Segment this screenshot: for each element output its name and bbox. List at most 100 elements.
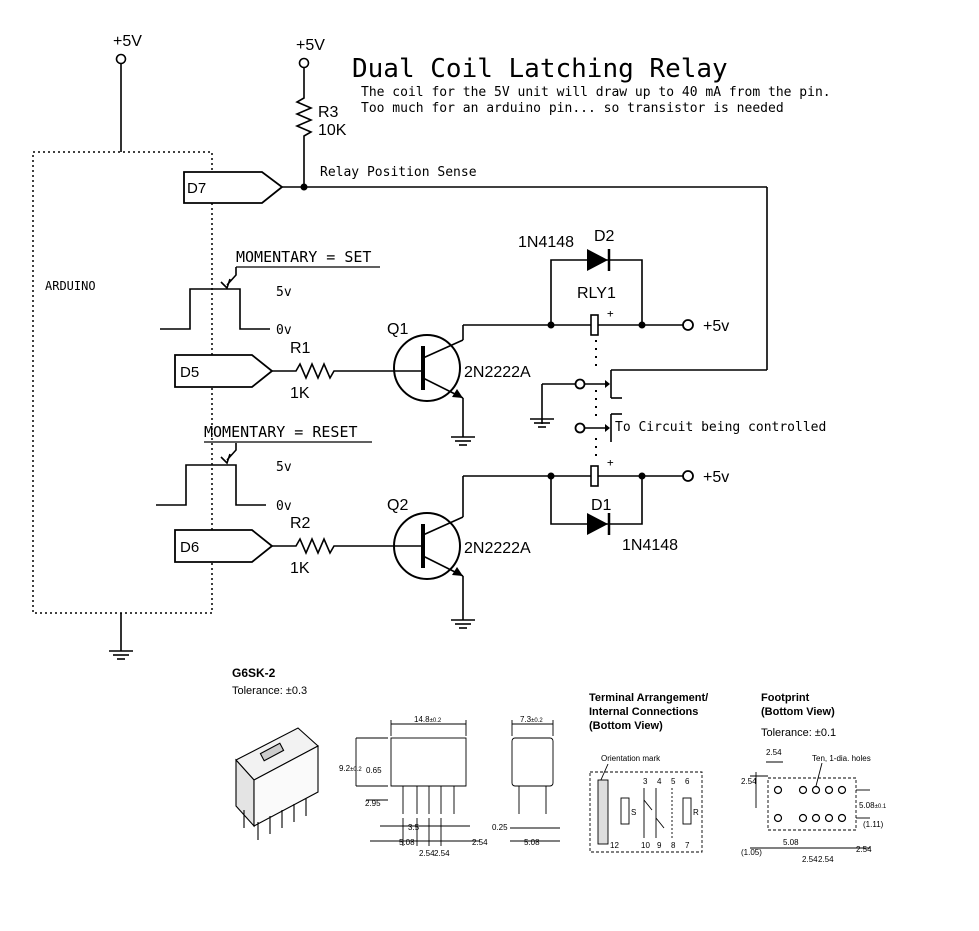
pin-r-label: R: [693, 808, 699, 817]
dim-width: 14.8±0.2: [414, 715, 442, 724]
d1-part: 1N4148: [622, 537, 678, 554]
set-label: MOMENTARY = SET: [236, 248, 371, 266]
fp-254-b1: 2.54: [802, 855, 818, 864]
pin-8: 8: [671, 841, 676, 850]
front-dimension-drawing: [355, 720, 480, 846]
set-coil-plus: +: [607, 307, 614, 320]
q2-ground-symbol: [451, 619, 475, 629]
vcc-left-label: +5V: [113, 33, 142, 50]
tolerance-main: Tolerance: ±0.3: [232, 685, 307, 697]
pin-6: 6: [685, 777, 690, 786]
terminal-arrangement-diagram: [589, 763, 703, 853]
orientation-mark: Orientation mark: [601, 754, 661, 763]
arduino-vcc: +5V: [113, 33, 142, 152]
pin-5: 5: [671, 777, 676, 786]
sense-label: Relay Position Sense: [320, 165, 477, 180]
pin-d6: D6: [174, 529, 274, 563]
pin-4: 4: [657, 777, 662, 786]
r3-resistor: +5V R3 10K: [294, 37, 347, 187]
note-line-1: The coil for the 5V unit will draw up to…: [361, 85, 831, 100]
reset-low-level: 0v: [276, 499, 292, 514]
pin-10: 10: [641, 841, 650, 850]
pin-3: 3: [643, 777, 648, 786]
relay-reset-coil: [590, 465, 599, 487]
r3-value: 10K: [318, 122, 347, 139]
q1-part: 2N2222A: [464, 364, 531, 381]
d2-ref: D2: [594, 228, 615, 245]
dim-508: 5.08: [399, 838, 415, 847]
relay-photo-illustration: [235, 727, 319, 840]
q1-ground-symbol: [451, 436, 475, 446]
vcc-rail-bottom: +5v: [703, 469, 729, 486]
q2-transistor: Q2 2N2222A: [387, 476, 531, 620]
vcc-rail-top: +5v: [703, 318, 729, 335]
set-high-level: 5v: [276, 285, 292, 300]
d2-part: 1N4148: [518, 234, 574, 251]
pin-d5-label: D5: [180, 364, 199, 381]
dim-side-width: 7.3±0.2: [520, 715, 543, 724]
q1-ref: Q1: [387, 321, 408, 338]
arduino-label: ARDUINO: [45, 279, 96, 293]
terminal-title-2: Internal Connections: [589, 706, 698, 718]
terminal-title-3: (Bottom View): [589, 720, 663, 732]
pin-9: 9: [657, 841, 662, 850]
r3-ref: R3: [318, 104, 339, 121]
vcc-r3-label: +5V: [296, 37, 325, 54]
d1-ref: D1: [591, 497, 612, 514]
side-dimension-drawing: [510, 720, 560, 842]
fp-508-right: 5.08±0.1: [859, 801, 887, 810]
schematic-title: Dual Coil Latching Relay: [352, 54, 728, 84]
reset-pulse-waveform: MOMENTARY = RESET 5v 0v: [156, 423, 372, 514]
pin-s-label: S: [631, 808, 636, 817]
dim-065: 0.65: [366, 766, 382, 775]
fp-111: (1.11): [863, 820, 884, 829]
set-pulse-waveform: MOMENTARY = SET 5v 0v: [160, 248, 380, 338]
dim-35: 3.5: [408, 823, 420, 832]
r2-resistor: R2 1K: [272, 515, 395, 577]
dim-025: 0.25: [492, 823, 508, 832]
fp-254-b2: 2.54: [818, 855, 834, 864]
pin-d7: D7: [183, 171, 284, 204]
pin-7: 7: [685, 841, 690, 850]
pin-d7-label: D7: [187, 180, 206, 197]
relay-ref: RLY1: [577, 285, 616, 302]
fp-254-left: 2.54: [741, 777, 757, 786]
r1-resistor: R1 1K: [272, 340, 395, 402]
controlled-label: To Circuit being controlled: [615, 420, 826, 435]
relay-set-coil: [590, 314, 599, 336]
contact-ground-symbol: [530, 418, 554, 428]
diode-d1: D1 1N4148: [550, 476, 678, 554]
reset-label: MOMENTARY = RESET: [204, 423, 358, 441]
reset-high-level: 5v: [276, 460, 292, 475]
set-low-level: 0v: [276, 323, 292, 338]
pin-d6-label: D6: [180, 539, 199, 556]
tolerance-footprint: Tolerance: ±0.1: [761, 727, 836, 739]
q2-ref: Q2: [387, 497, 408, 514]
footprint-holes: [773, 785, 847, 823]
footprint-title-1: Footprint: [761, 692, 810, 704]
reset-coil-plus: +: [607, 456, 614, 469]
r1-value: 1K: [290, 385, 310, 402]
arduino-block: ARDUINO: [32, 151, 213, 614]
terminal-title-1: Terminal Arrangement/: [589, 692, 708, 704]
part-name: G6SK-2: [232, 666, 276, 680]
fp-holes: Ten, 1-dia. holes: [812, 754, 871, 763]
relay-contact-1: [541, 370, 622, 424]
dim-254b: 2.54: [434, 849, 450, 858]
fp-254-top: 2.54: [766, 748, 782, 757]
dim-height: 9.2±0.2: [339, 764, 362, 773]
r2-value: 1K: [290, 560, 310, 577]
footprint-diagram: [750, 761, 870, 849]
r2-ref: R2: [290, 515, 311, 532]
dim-295: 2.95: [365, 799, 381, 808]
dim-side-508: 5.08: [524, 838, 540, 847]
diode-d2: D2 1N4148: [518, 228, 643, 325]
note-line-2: Too much for an arduino pin... so transi…: [361, 101, 784, 116]
arduino-ground-symbol: [109, 613, 133, 660]
dim-254c: 2.54: [472, 838, 488, 847]
pin-d5: D5: [174, 354, 274, 388]
q2-part: 2N2222A: [464, 540, 531, 557]
footprint-title-2: (Bottom View): [761, 706, 835, 718]
